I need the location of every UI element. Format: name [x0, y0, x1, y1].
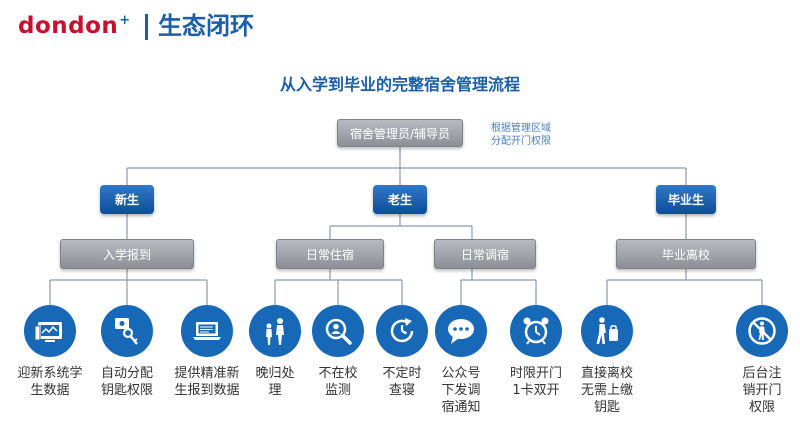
root-note-line2: 分配开门权限: [491, 136, 551, 147]
item-label-no-entry: 后台注 销开门 权限: [742, 366, 782, 415]
student-data-icon: [24, 305, 76, 357]
item-label-luggage-leave: 直接离校 无需上缴 钥匙: [580, 366, 633, 415]
brand-name: dondon: [18, 13, 119, 39]
luggage-leave-icon: [581, 305, 633, 357]
phase-enroll-label: 入学报到: [102, 247, 151, 262]
stage-new-label: 新生: [114, 193, 139, 207]
alarm-clock-icon: [510, 305, 562, 357]
laptop-data-icon: [181, 305, 233, 357]
root-note-line1: 根据管理区域: [491, 123, 551, 134]
stage-graduate-label: 毕业生: [667, 193, 704, 207]
phase-daily-transfer-label: 日常调宿: [460, 247, 509, 262]
stage-new: 新生: [100, 185, 154, 214]
phase-enroll: 入学报到: [60, 239, 194, 269]
item-label-laptop-data: 提供精准新 生报到数据: [174, 366, 240, 398]
brand-logo: dondon +: [18, 10, 130, 42]
room-check-icon: [376, 305, 428, 357]
absence-monitor-icon: [312, 305, 364, 357]
item-label-late-return: 晚归处 理: [255, 366, 295, 398]
page-title: 生态闭环: [158, 12, 254, 40]
item-label-room-check: 不定时 查寝: [382, 366, 422, 398]
item-label-student-data: 迎新系统学 生数据: [17, 366, 83, 398]
stage-graduate: 毕业生: [656, 185, 716, 214]
late-return-icon: [249, 305, 301, 357]
phase-graduate-leave-label: 毕业离校: [661, 247, 710, 262]
item-label-absence-monitor: 不在校 监测: [318, 366, 358, 398]
root-note: 根据管理区域 分配开门权限: [491, 122, 551, 148]
phase-daily-stay-label: 日常住宿: [305, 247, 354, 262]
header-divider: [145, 14, 148, 40]
stage-current: 老生: [373, 185, 427, 214]
key-assign-icon: [101, 305, 153, 357]
item-label-chat-notice: 公众号 下发调 宿通知: [441, 366, 481, 415]
phase-daily-transfer: 日常调宿: [434, 239, 536, 269]
no-entry-icon: [736, 305, 788, 357]
item-label-alarm-clock: 时限开门 1卡双开: [509, 366, 562, 398]
phase-daily-stay: 日常住宿: [276, 239, 384, 269]
brand-plus: +: [119, 13, 131, 28]
root-node: 宿舍管理员/辅导员: [337, 119, 463, 147]
flow-title: 从入学到毕业的完整宿舍管理流程: [279, 75, 520, 94]
phase-graduate-leave: 毕业离校: [616, 239, 756, 269]
item-label-key-assign: 自动分配 钥匙权限: [100, 366, 153, 398]
chat-notice-icon: [435, 305, 487, 357]
stage-current-label: 老生: [387, 193, 412, 207]
root-label: 宿舍管理员/辅导员: [349, 126, 451, 141]
